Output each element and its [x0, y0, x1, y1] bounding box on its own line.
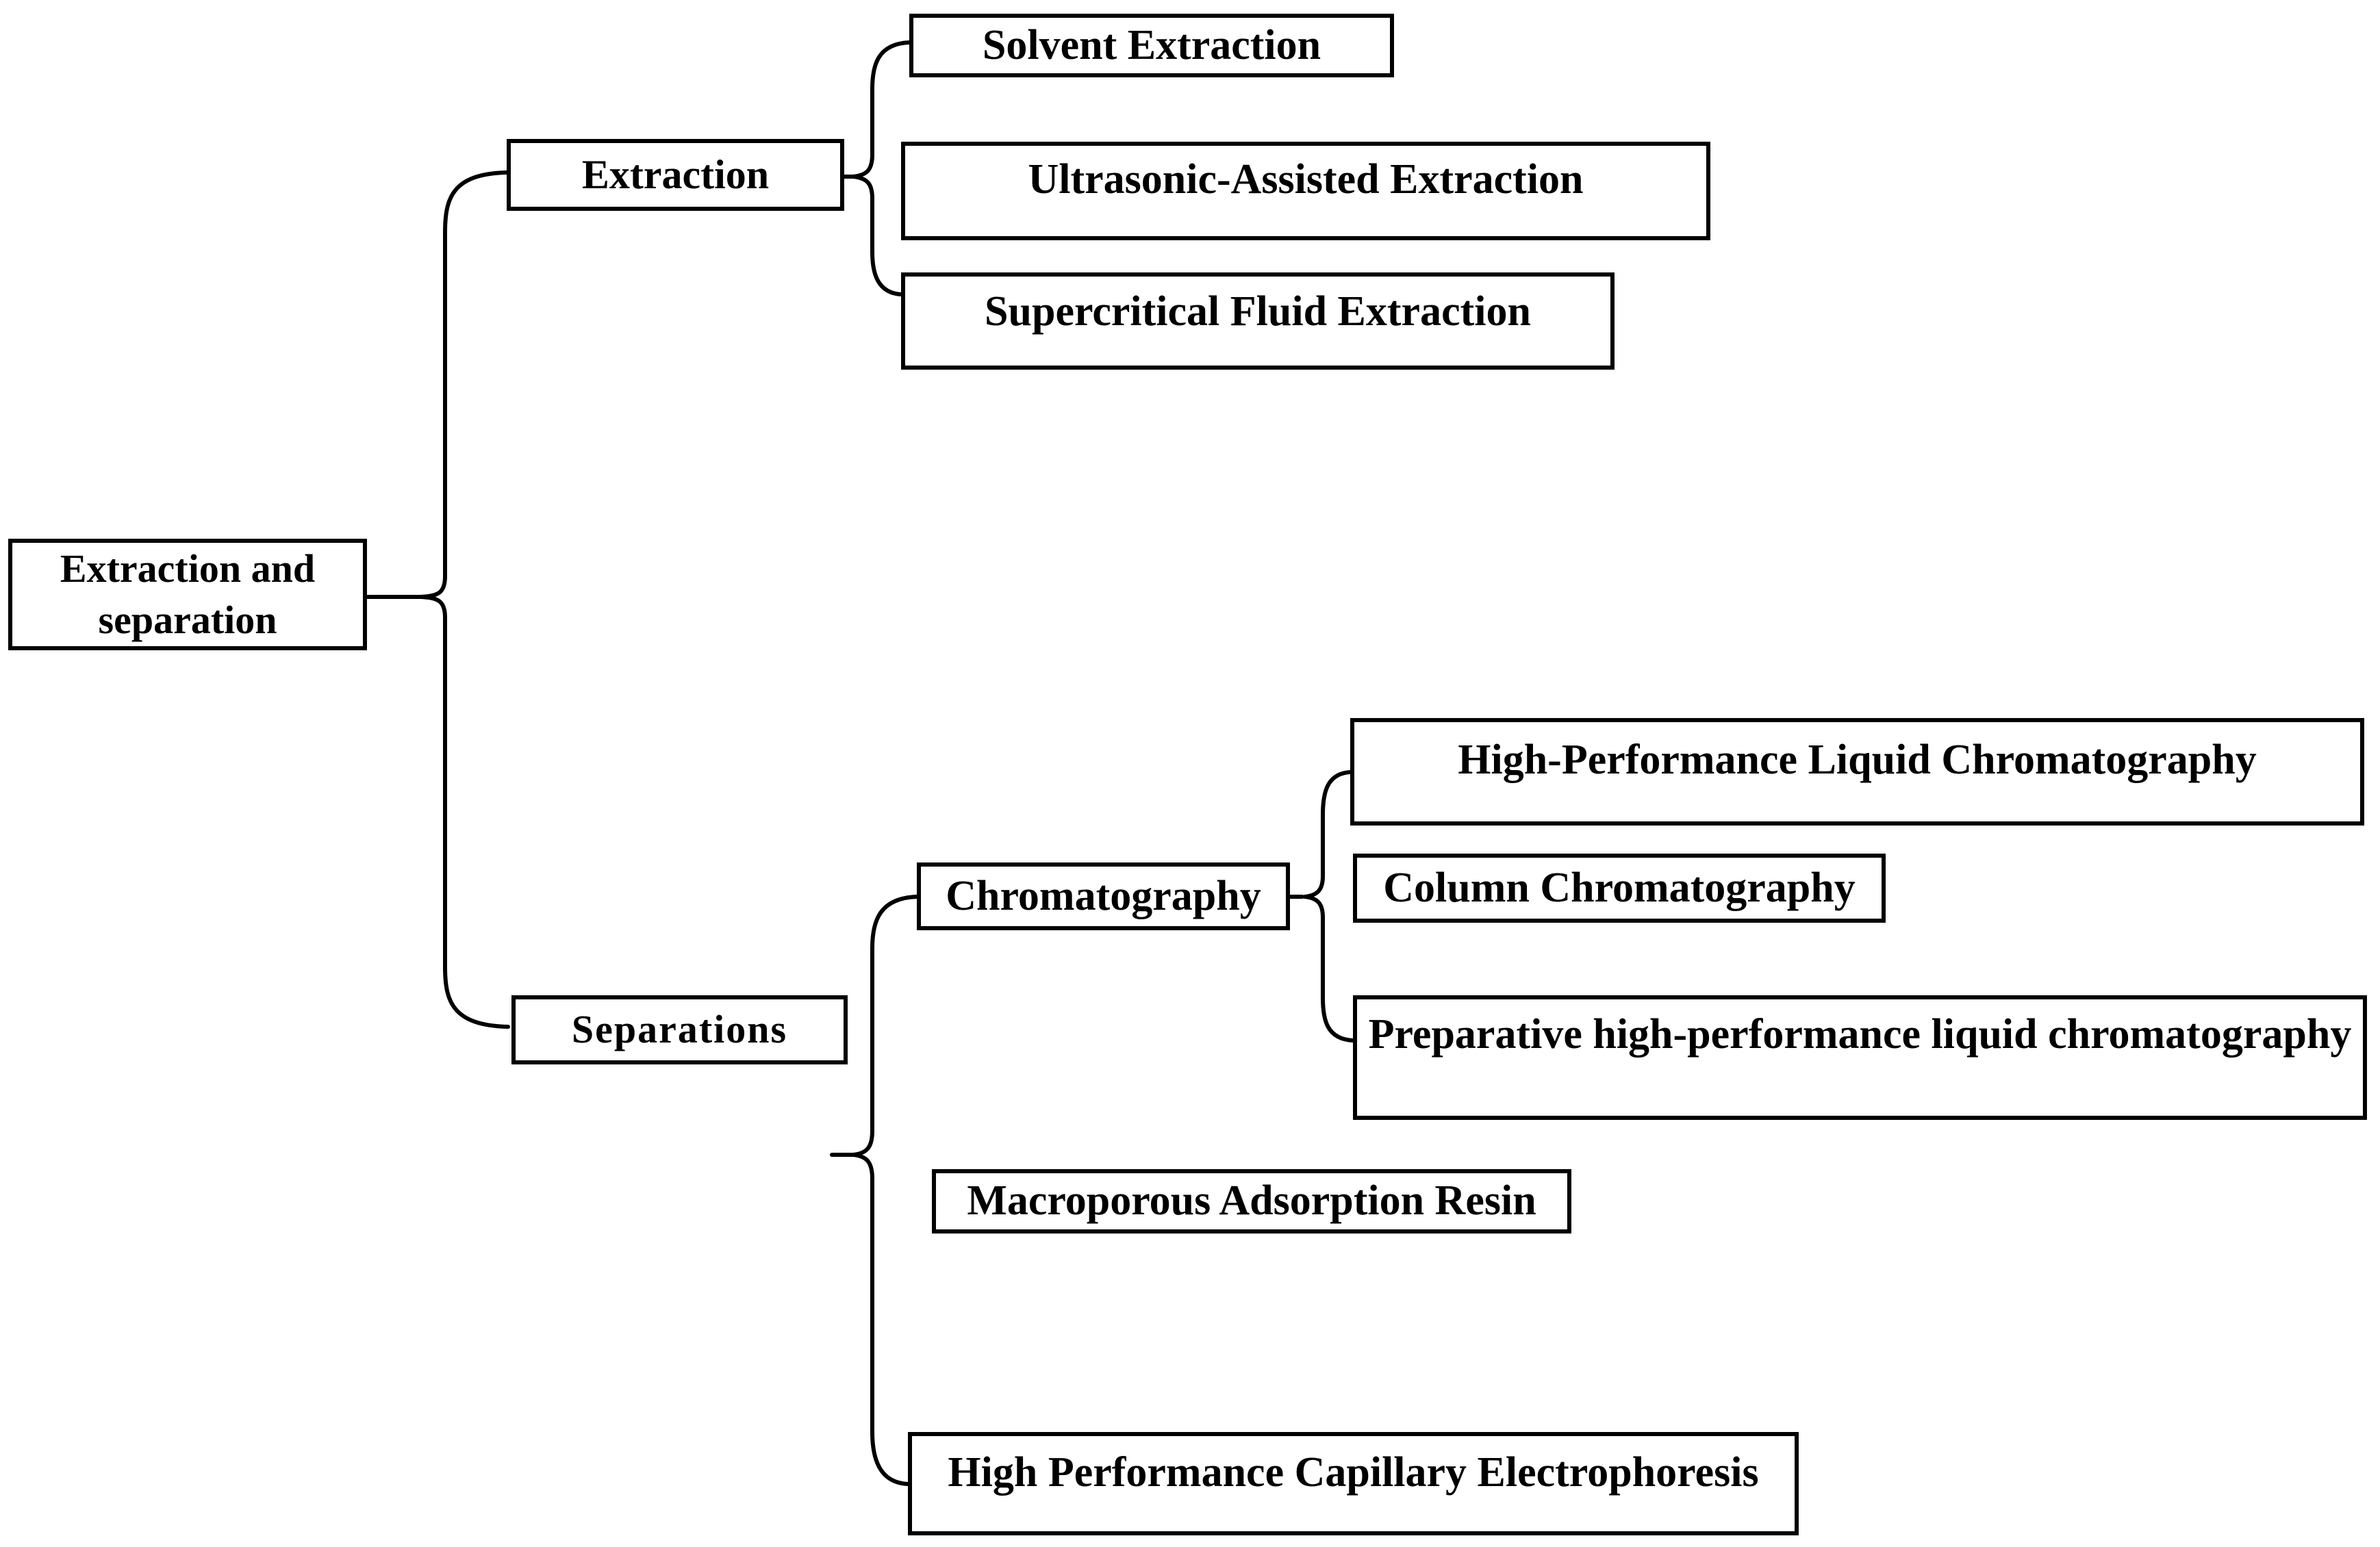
node-label: High Performance Capillary Electrophores… — [948, 1449, 1759, 1496]
node-label: Ultrasonic-Assisted Extraction — [1028, 156, 1584, 203]
node-extraction-and-separation: Extraction and separation — [8, 539, 367, 650]
node-solvent-extraction: Solvent Extraction — [909, 14, 1394, 77]
node-label: Supercritical Fluid Extraction — [985, 288, 1531, 335]
node-high-performance-liquid-chromatography: High-Performance Liquid Chromatography — [1350, 718, 2364, 826]
node-high-performance-capillary-electrophoresis: High Performance Capillary Electrophores… — [908, 1432, 1799, 1535]
node-label: Column Chromatography — [1383, 864, 1856, 911]
node-macroporous-adsorption-resin: Macroporous Adsorption Resin — [932, 1169, 1571, 1233]
connector-root-brace — [365, 170, 510, 1029]
node-label: Extraction — [581, 152, 770, 198]
node-preparative-hplc: Preparative high-performance liquid chro… — [1353, 995, 2367, 1120]
node-label: Preparative high-performance liquid chro… — [1368, 1011, 2352, 1058]
node-separations: Separations — [511, 995, 848, 1064]
node-label: Macroporous Adsorption Resin — [967, 1177, 1536, 1225]
node-extraction: Extraction — [507, 139, 844, 211]
node-label: Separations — [571, 1007, 788, 1052]
node-label: High-Performance Liquid Chromatography — [1458, 737, 2257, 783]
node-label: Solvent Extraction — [982, 21, 1321, 68]
connector-chromatography-brace — [1288, 770, 1355, 1043]
connector-separations-brace — [830, 895, 919, 1486]
node-column-chromatography: Column Chromatography — [1353, 854, 1886, 923]
node-supercritical-fluid-extraction: Supercritical Fluid Extraction — [901, 272, 1615, 370]
node-label: Chromatography — [946, 872, 1261, 919]
node-label: Extraction and separation — [60, 546, 316, 642]
connector-extraction-brace — [842, 40, 911, 296]
node-ultrasonic-assisted-extraction: Ultrasonic-Assisted Extraction — [901, 142, 1710, 240]
node-chromatography: Chromatography — [917, 862, 1290, 930]
